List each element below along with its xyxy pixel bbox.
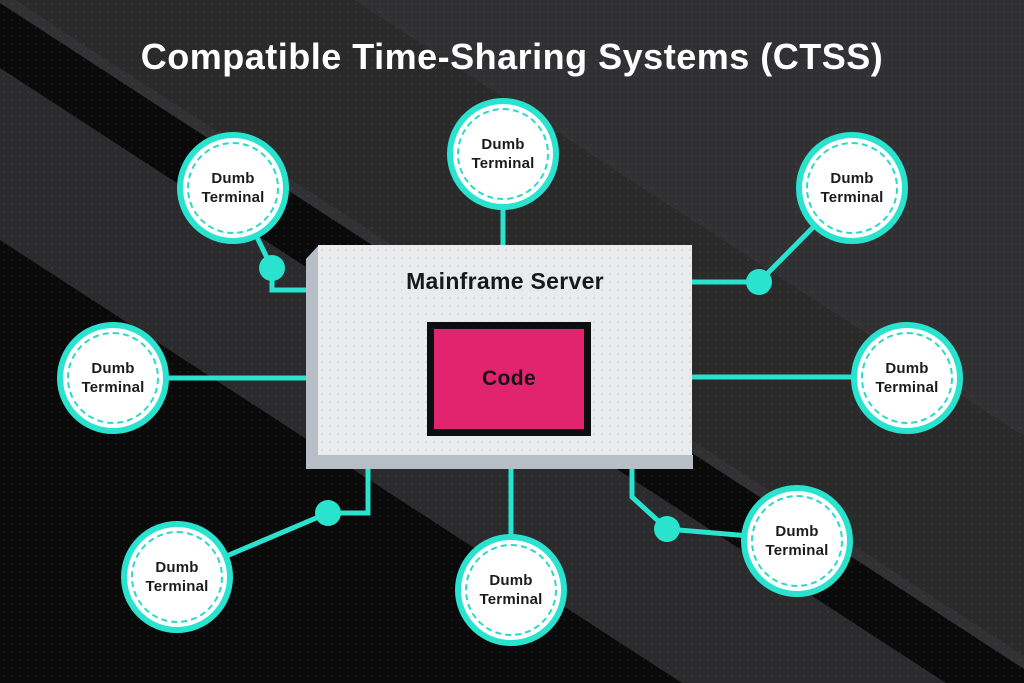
terminal-node-top-right: Dumb Terminal (796, 132, 908, 244)
terminal-dashed-ring (187, 142, 279, 234)
connector-bottom-right (629, 469, 798, 543)
terminal-label: Dumb Terminal (875, 360, 939, 396)
junction-dot-bottom-left (315, 500, 341, 526)
terminal-node-left: Dumb Terminal (57, 322, 169, 434)
terminal-label: Dumb Terminal (820, 170, 884, 206)
junction-dot-top-right (746, 269, 772, 295)
terminal-node-bottom-left: Dumb Terminal (121, 521, 233, 633)
code-label: Code (481, 367, 537, 390)
terminal-dashed-ring (465, 544, 557, 636)
terminal-dashed-ring (806, 142, 898, 234)
code-box: Code (427, 322, 591, 436)
terminal-label: Dumb Terminal (479, 572, 543, 608)
terminal-label: Dumb Terminal (201, 170, 265, 206)
terminal-label: Dumb Terminal (145, 559, 209, 595)
terminal-dashed-ring (131, 531, 223, 623)
connector-bottom-left (176, 469, 371, 580)
terminal-node-bottom-center: Dumb Terminal (455, 534, 567, 646)
terminal-node-bottom-right: Dumb Terminal (741, 485, 853, 597)
terminal-label: Dumb Terminal (81, 360, 145, 396)
terminal-node-right: Dumb Terminal (851, 322, 963, 434)
junction-dot-top-left (259, 255, 285, 281)
page-title: Compatible Time-Sharing Systems (CTSS) (140, 36, 884, 77)
terminal-dashed-ring (67, 332, 159, 424)
junction-dot-bottom-right (654, 516, 680, 542)
mainframe-server-label: Mainframe Server (406, 268, 604, 294)
terminal-node-top-left: Dumb Terminal (177, 132, 289, 244)
terminal-dashed-ring (457, 108, 549, 200)
terminal-dashed-ring (861, 332, 953, 424)
terminal-node-top-center: Dumb Terminal (447, 98, 559, 210)
terminal-label: Dumb Terminal (765, 523, 829, 559)
terminal-label: Dumb Terminal (471, 136, 535, 172)
terminal-dashed-ring (751, 495, 843, 587)
